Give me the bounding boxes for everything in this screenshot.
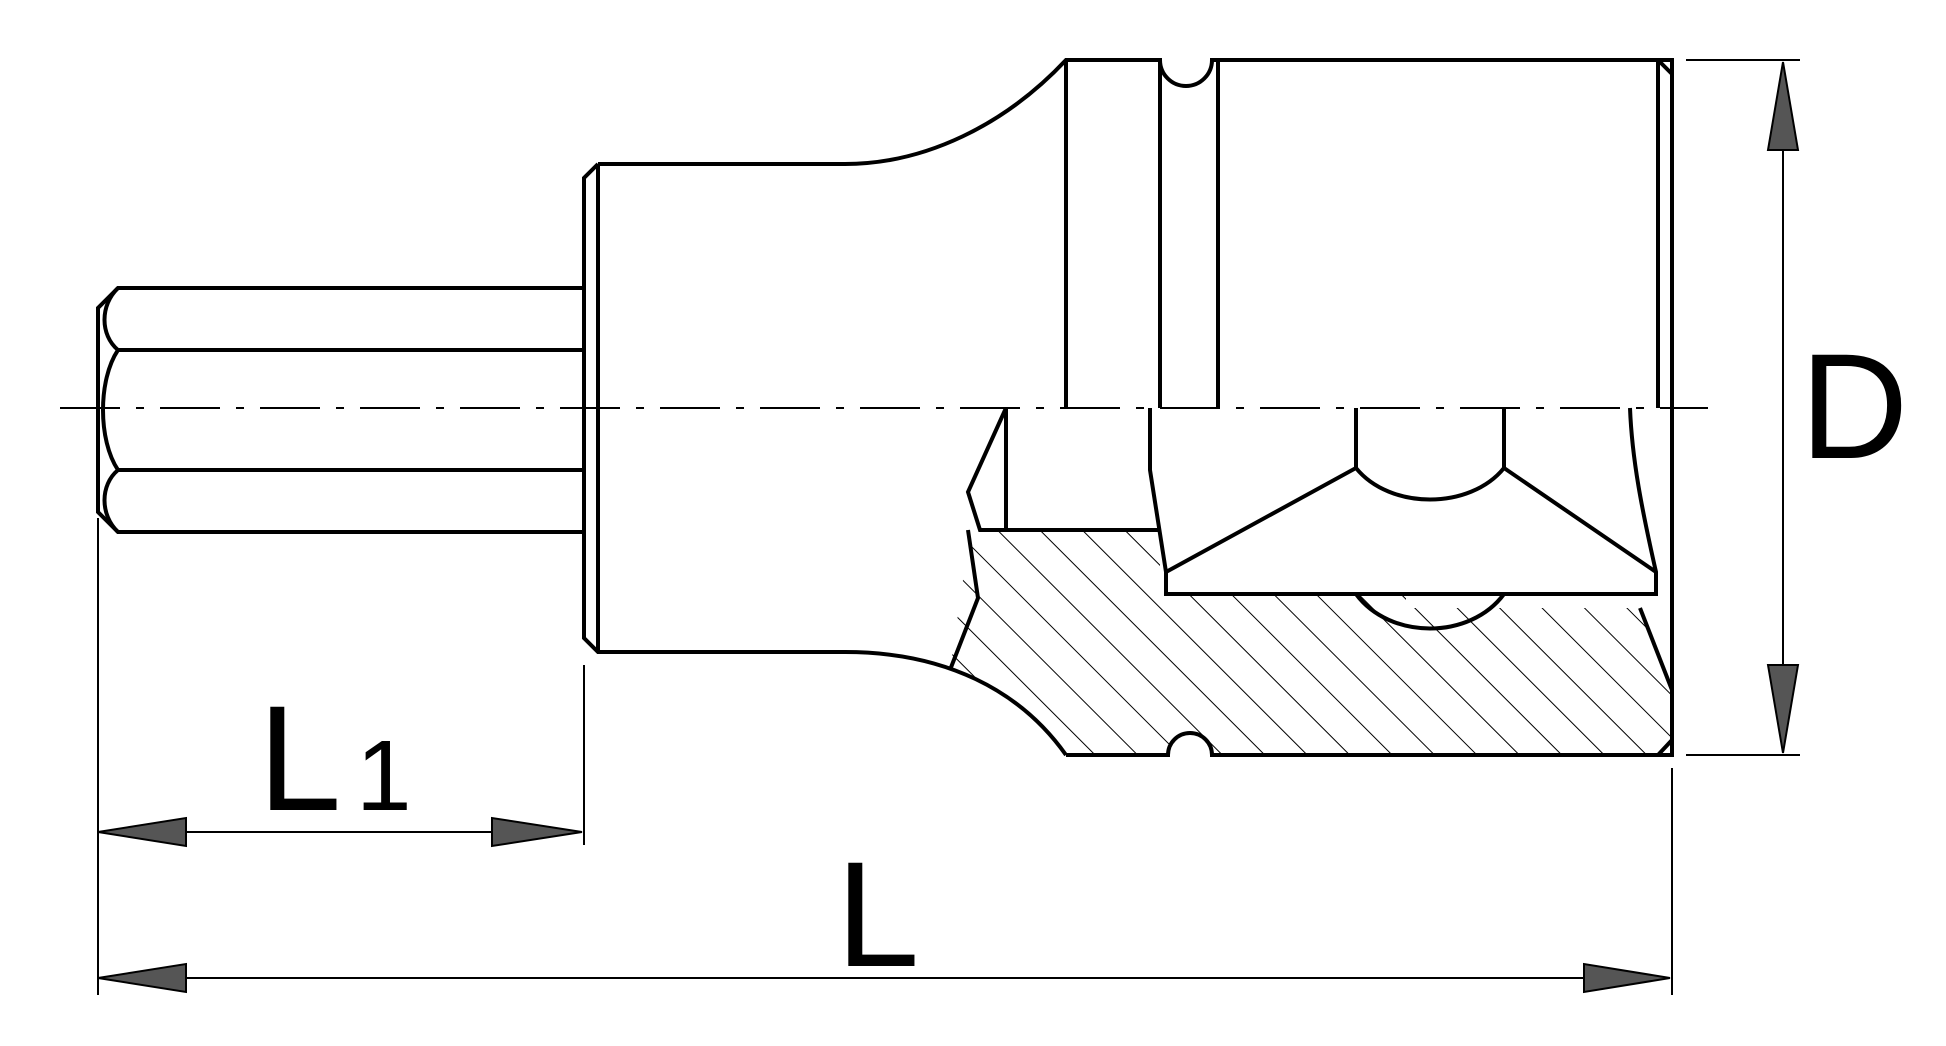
dimension-d xyxy=(1686,59,1800,756)
label-l: L xyxy=(836,830,919,998)
arrow-up-icon xyxy=(1766,61,1800,151)
hex-bit xyxy=(96,286,584,534)
label-l1-main: L xyxy=(258,674,341,842)
arrow-down-icon xyxy=(1766,664,1800,754)
label-d: D xyxy=(1800,322,1908,490)
section-view xyxy=(948,407,1674,755)
dimension-l1 xyxy=(97,518,585,995)
arrow-right-icon xyxy=(1583,962,1671,994)
arrow-left-icon xyxy=(97,816,187,848)
arrow-right-icon xyxy=(491,816,583,848)
dimension-l xyxy=(97,768,1673,995)
label-l1-subscript: 1 xyxy=(356,720,412,832)
arrow-left-icon xyxy=(97,962,187,994)
